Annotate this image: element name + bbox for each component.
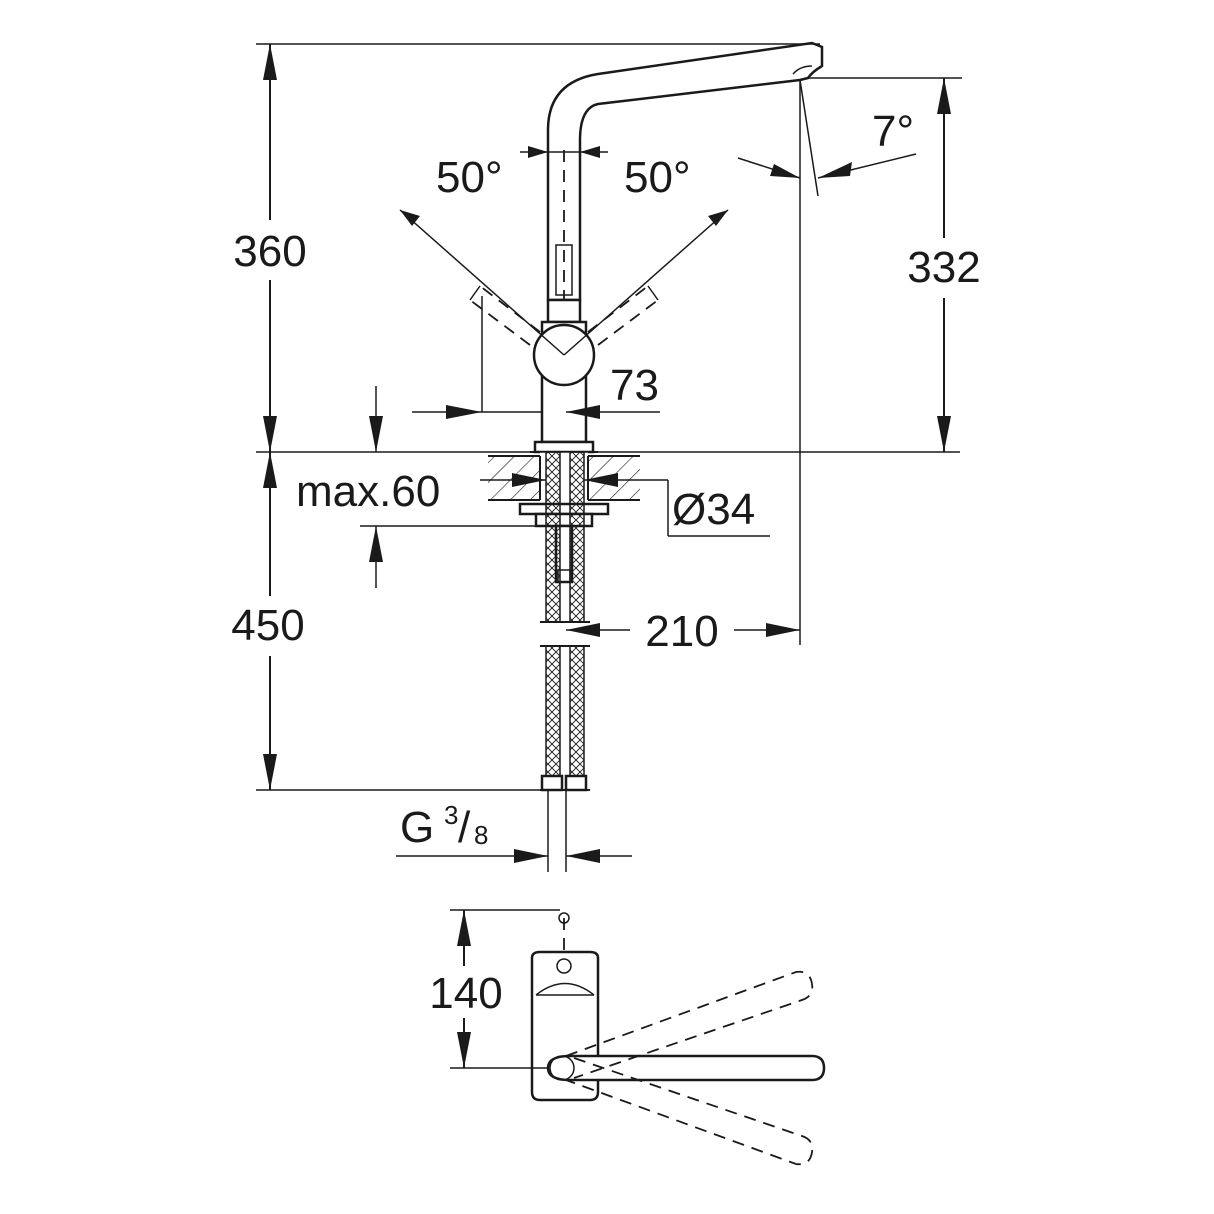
supply-hoses [540,451,590,872]
connection-num-label: 3 [444,800,458,830]
dim-450: 450 [226,452,548,791]
lever-140-label: 140 [429,969,502,1018]
faucet-front-view [530,41,824,454]
dim-34: Ø34 [480,473,770,537]
dim-73: 73 [412,361,660,419]
max-60-label: max.60 [296,467,440,516]
lever-swing [399,146,729,412]
hose-450-label: 450 [231,601,304,650]
connection-g-label: G [400,803,434,852]
hole-34-label: Ø34 [672,485,755,534]
connection-den-label: 8 [474,820,488,850]
base-rosette [533,440,595,454]
dim-332: 332 [808,77,990,452]
connection-slash: / [458,803,471,852]
dim-g38: G 3 / 8 [396,800,632,863]
collar [546,298,582,324]
angle-left-label: 50° [436,153,503,202]
angle-right-label: 50° [624,153,691,202]
top-lever [546,1054,826,1082]
diameter-73-label: 73 [610,361,659,410]
height-360-label: 360 [233,227,306,276]
faucet-top-view: 140 [424,909,826,1166]
dim-max60: max.60 [292,386,536,588]
height-332-label: 332 [907,243,980,292]
dim-7deg: 7° [737,79,917,645]
angle-7-label: 7° [872,107,914,156]
countertop-section [488,452,640,584]
spout [546,41,824,302]
dim-210: 210 [566,607,800,656]
reach-210-label: 210 [645,607,718,656]
dim-360: 360 [226,43,960,453]
